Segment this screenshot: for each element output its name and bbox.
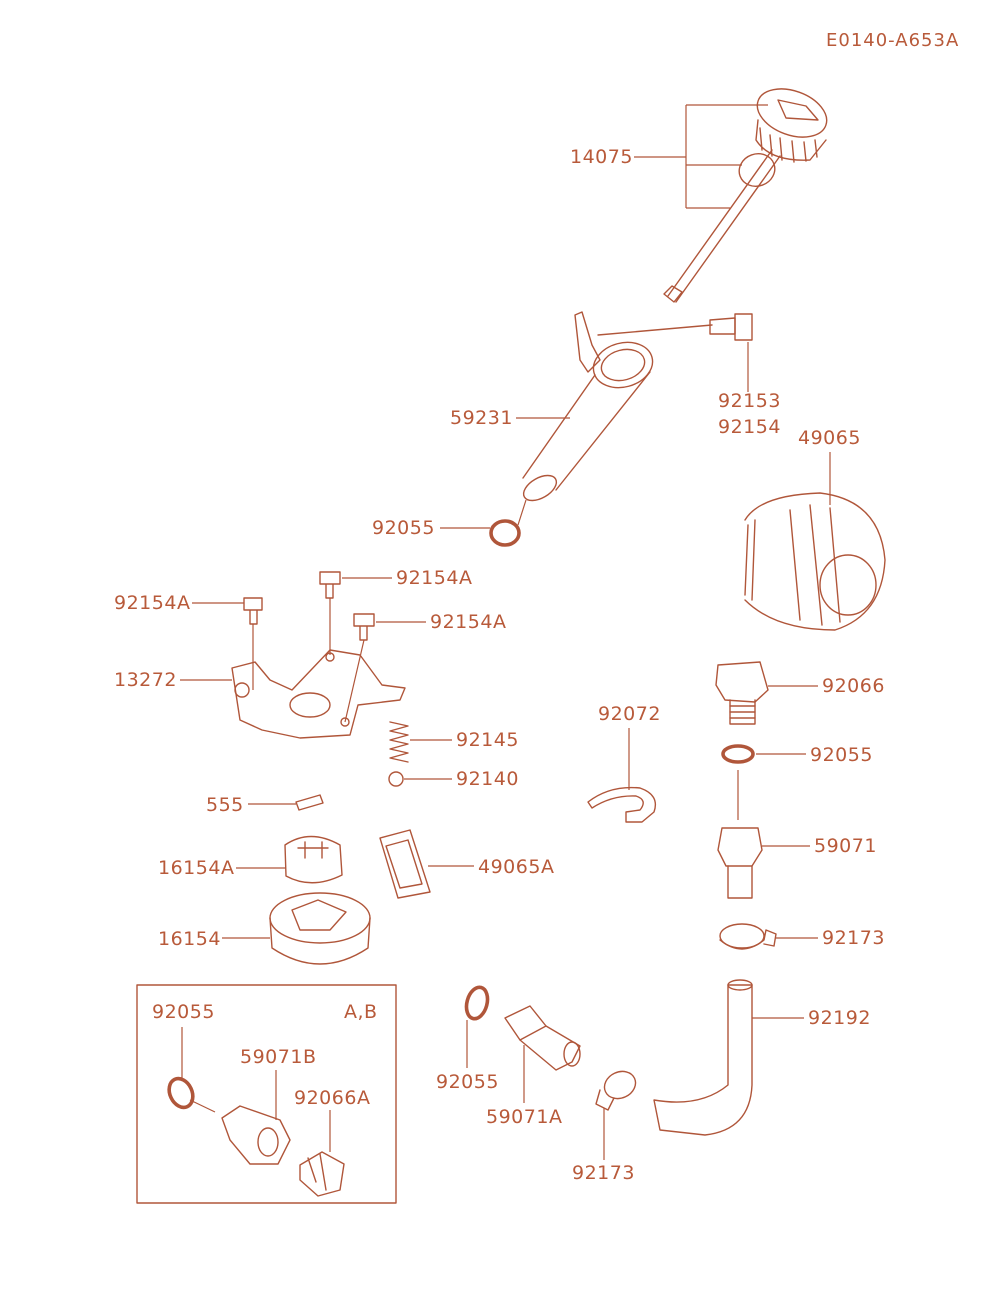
callout-49065A: 49065A [478,856,555,878]
callout-92055-d: 92055 [436,1071,499,1093]
leader-92154A [192,577,426,623]
leader-14075 [634,104,768,209]
callout-92154: 92154 [718,416,781,438]
callout-13272: 13272 [114,669,177,691]
oring-92055-a-part [489,519,521,547]
callout-59231: 59231 [450,407,513,429]
callout-92055-a: 92055 [372,517,435,539]
bolt-92154A-c-part [353,613,375,641]
bolt-92154A-b-part [319,571,341,599]
callout-92066A: 92066A [294,1087,371,1109]
ball-92140-part [388,771,404,787]
callout-92154A-mid: 92154A [430,611,507,633]
hose-clamp-92173-b-part [595,1070,637,1111]
leader-bolts-to-plate [252,598,365,723]
dipstick-gauge-part [663,149,781,303]
callout-92055-c: 92055 [152,1001,215,1023]
oil-filter-part [744,492,886,631]
callout-92153: 92153 [718,390,781,412]
fitting-59071B-part [221,1105,291,1165]
callout-92154A-top: 92154A [396,567,473,589]
callout-92145: 92145 [456,729,519,751]
bolt-92154A-a-part [243,597,263,625]
callout-59071B: 59071B [240,1046,317,1068]
oring-92055-b-part [721,744,755,764]
inner-rotor-16154A-part [284,835,343,884]
inset-title: A,B [344,1001,378,1023]
spring-92145-part [389,721,409,763]
callout-92055-b: 92055 [810,744,873,766]
callout-59071A: 59071A [486,1106,563,1128]
callout-92140: 92140 [456,768,519,790]
pin-555-part [295,794,324,811]
leader-92055-a [440,499,527,529]
outer-rotor-16154-part [269,892,371,965]
bracket-plate-part [231,649,406,739]
oil-hose-92192-part [653,979,753,1136]
fitting-59071A-part [504,1005,581,1071]
callout-555: 555 [206,794,244,816]
oring-92055-d-part [464,985,490,1021]
callout-14075: 14075 [570,146,633,168]
clip-92072-part [587,786,657,823]
callout-59071: 59071 [814,835,877,857]
hose-clamp-92173-a-part [719,923,777,950]
oring-92055-c-part [167,1076,195,1110]
drawing-reference: E0140-A653A [826,30,960,51]
dipstick-cap-part [755,88,828,163]
leader-92055-b [737,753,806,820]
callout-49065: 49065 [798,427,861,449]
callout-16154: 16154 [158,928,221,950]
callout-92154A-left: 92154A [114,592,191,614]
callout-92072: 92072 [598,703,661,725]
fitting-59071-part [717,827,763,899]
drain-plug-92066-part [715,661,769,725]
plug-92066A-part [299,1151,345,1197]
callout-16154A: 16154A [158,857,235,879]
leader-92055-c [181,1027,216,1113]
inset-box [136,984,397,1204]
bolt-92153-part [709,313,753,341]
callout-92066: 92066 [822,675,885,697]
filler-tube-part [522,311,713,502]
callout-92173-b: 92173 [572,1162,635,1184]
callout-92192: 92192 [808,1007,871,1029]
oil-screen-49065A-part [379,829,431,899]
callout-92173-a: 92173 [822,927,885,949]
